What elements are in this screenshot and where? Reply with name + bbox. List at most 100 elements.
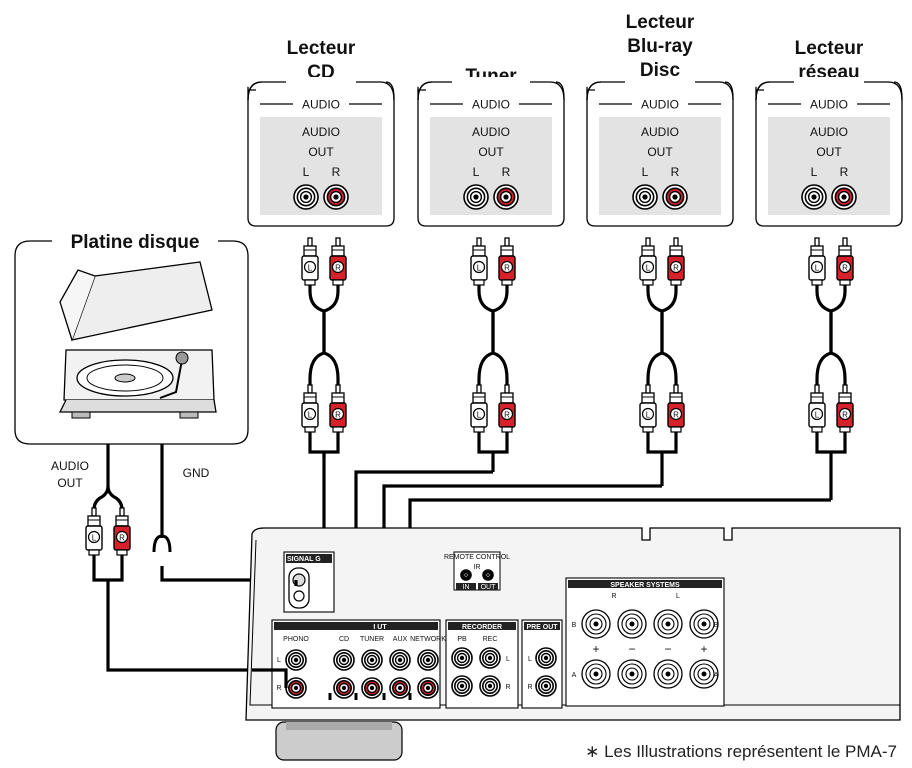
audio-out-label: AUDIO <box>641 125 679 139</box>
row-r-label: R <box>527 684 532 691</box>
cable-left <box>477 285 495 385</box>
minus-sign: − <box>628 642 635 656</box>
channel-l: L <box>303 165 310 179</box>
speaker-l-label: L <box>676 593 680 600</box>
gnd-label: GND <box>183 466 210 480</box>
speaker-terminal-a <box>689 659 719 689</box>
section-label: AUDIO <box>641 98 679 112</box>
cable-left <box>815 285 833 385</box>
input-jack-left <box>389 649 411 671</box>
cable-right <box>829 285 847 385</box>
input-label: CD <box>339 636 349 643</box>
channel-r: R <box>840 165 849 179</box>
plug-letter-l: L <box>308 411 313 420</box>
input-header: I UT <box>373 624 387 631</box>
foot <box>179 411 199 419</box>
section-label: AUDIO <box>302 98 340 112</box>
turntable-outline <box>14 240 249 445</box>
foot <box>71 411 91 419</box>
plug-letter-l: L <box>815 264 820 273</box>
jack-right <box>831 184 857 210</box>
audio-out-label: AUDIO <box>810 125 848 139</box>
device-title: Blu-ray <box>627 36 693 57</box>
recorder-label: RECORDER <box>462 624 502 631</box>
jack-left <box>293 184 319 210</box>
input-jack-right <box>361 677 383 699</box>
rec-jack-left <box>479 647 501 669</box>
turntable-audio-out-label: AUDIO <box>51 459 89 473</box>
wire-ends <box>252 580 412 700</box>
input-jack-right <box>389 677 411 699</box>
device-title: Disc <box>640 60 681 81</box>
row-l-label: L <box>506 656 510 663</box>
signal-gnd-terminal: SIGNAL G <box>283 551 335 613</box>
rca-plug-left: L <box>808 237 826 286</box>
remote-control-label: REMOTE CONTROL <box>444 554 510 561</box>
remote-in-jack <box>460 569 472 581</box>
jack-left <box>463 184 489 210</box>
rca-plug-right: R <box>836 237 854 286</box>
rec-jack-right <box>479 675 501 697</box>
plus-sign: + <box>592 642 599 656</box>
recorder-rec-label: REC <box>483 636 498 643</box>
jack-right <box>493 184 519 210</box>
jack-panel <box>260 117 382 215</box>
plug-letter-r: R <box>673 264 679 273</box>
speaker-a-label: A <box>714 672 719 679</box>
rca-plug-right: R <box>498 237 516 286</box>
turntable-device: Platine disque <box>14 232 249 445</box>
signal-gnd-label: SIGNAL G <box>287 556 321 563</box>
pre-out-jack-left <box>535 647 557 669</box>
device-title: Lecteur <box>626 12 695 33</box>
row-r-label: R <box>505 684 510 691</box>
rca-plug-left: L <box>85 507 103 556</box>
speaker-b-label: B <box>714 622 719 629</box>
channel-r: R <box>332 165 341 179</box>
audio-out-label: OUT <box>647 145 673 159</box>
pb-jack-left <box>451 647 473 669</box>
rca-plug-right: R <box>667 237 685 286</box>
jack-right <box>662 184 688 210</box>
jack-left <box>632 184 658 210</box>
device-title: Lecteur <box>795 38 864 59</box>
rca-plug-left: L <box>639 237 657 286</box>
device-title: Lecteur <box>287 38 356 59</box>
audio-out-label: OUT <box>478 145 504 159</box>
plug-letter-r: R <box>504 264 510 273</box>
input-jack-right <box>333 677 355 699</box>
input-jack-left <box>361 649 383 671</box>
pre-out-jack-right <box>535 675 557 697</box>
channel-l: L <box>642 165 649 179</box>
speaker-terminal-b <box>581 609 611 639</box>
rca-plug-left: L <box>301 237 319 286</box>
channel-r: R <box>502 165 511 179</box>
plug-letter-r: R <box>335 264 341 273</box>
input-jack-right <box>417 677 439 699</box>
input-label: PHONO <box>283 636 309 643</box>
rca-plug-left: L <box>808 384 826 433</box>
plug-letter-l: L <box>646 264 651 273</box>
cable-right <box>322 285 340 385</box>
speaker-terminal-a <box>653 659 683 689</box>
rca-plug-left: L <box>470 384 488 433</box>
channel-l: L <box>473 165 480 179</box>
jack-panel <box>430 117 552 215</box>
plug-letter-r: R <box>673 411 679 420</box>
input-label: TUNER <box>360 636 384 643</box>
input-jack-left <box>417 649 439 671</box>
speaker-terminal-a <box>581 659 611 689</box>
channel-r: R <box>671 165 680 179</box>
channel-l: L <box>811 165 818 179</box>
minus-sign: − <box>664 642 671 656</box>
jack-left <box>801 184 827 210</box>
input-jack-left <box>333 649 355 671</box>
row-l-label: L <box>528 656 532 663</box>
